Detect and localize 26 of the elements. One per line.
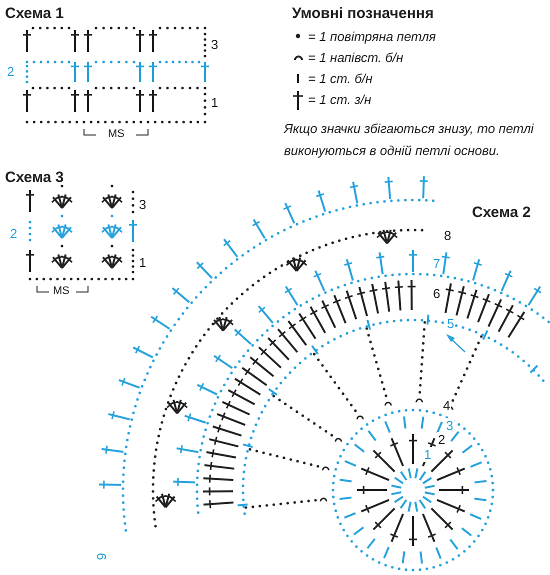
legend-title: Умовні позначення (292, 6, 434, 21)
repeat-label: MS (106, 129, 126, 140)
note-text: Якщо значки збігаються знизу, то петлі виконуються в одній петлі основи. (284, 120, 535, 160)
legend-text: = 1 ст. з/н (308, 93, 372, 106)
row-number: 4 (442, 398, 452, 413)
chart-title: Схема 1 (5, 6, 64, 21)
row-number: 3 (445, 418, 454, 433)
row-number: 1 (211, 96, 218, 109)
row-number: 9 (95, 552, 108, 560)
row-number: 3 (139, 198, 146, 211)
row-number: 3 (211, 38, 218, 51)
row-number: 1 (423, 447, 432, 462)
row-number: 6 (432, 286, 442, 301)
repeat-label: MS (51, 286, 72, 297)
legend-text: = 1 повітряна петля (308, 30, 436, 43)
chart-title: Схема 3 (5, 170, 64, 185)
row-number: 2 (437, 432, 446, 447)
row-number: 5 (446, 316, 456, 331)
row-number: 1 (139, 256, 146, 269)
row-number: 7 (432, 256, 442, 271)
legend-text: = 1 ст. б/н (308, 72, 373, 85)
row-number: 2 (7, 65, 14, 78)
legend-text: = 1 напівст. б/н (308, 51, 404, 64)
row-number: 8 (443, 228, 452, 243)
chart-title: Схема 2 (472, 205, 531, 220)
row-number: 2 (10, 227, 18, 240)
